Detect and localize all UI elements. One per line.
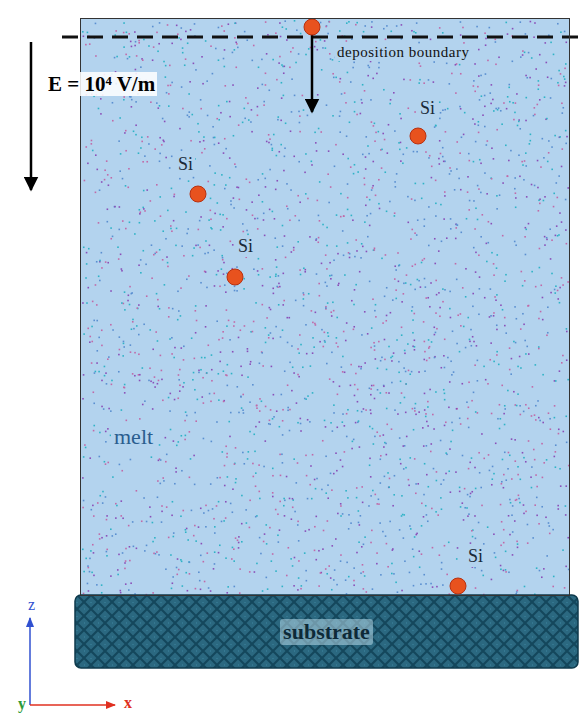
atom-label: Si [176, 154, 195, 175]
axis-label: z [26, 596, 37, 614]
x-axis [30, 704, 115, 706]
atom-label: Si [466, 546, 485, 567]
melt-fill [80, 18, 570, 596]
field-arrow [30, 42, 33, 190]
si-atom [410, 128, 426, 144]
si-atom [190, 186, 206, 202]
boundary-line [62, 36, 578, 39]
substrate-band: substrate [75, 595, 578, 668]
si-atom [227, 269, 243, 285]
z-axis [29, 618, 31, 705]
si-atom [450, 578, 466, 594]
melt-texture [82, 20, 570, 595]
atom-label: Si [418, 98, 437, 119]
si-atom [304, 19, 320, 35]
axis-label: x [122, 694, 134, 712]
melt-region: melt [80, 18, 570, 596]
node-label: melt [111, 424, 156, 450]
axis-label: y [16, 695, 28, 713]
substrate-lattice [75, 595, 578, 668]
field-label: E = 10⁴ V/m [46, 72, 157, 96]
deposition-arrow [311, 30, 314, 112]
boundary-label: deposition boundary [335, 44, 471, 61]
atom-label: Si [236, 236, 255, 257]
node-label: substrate [280, 619, 373, 645]
si-atoms [190, 19, 466, 594]
